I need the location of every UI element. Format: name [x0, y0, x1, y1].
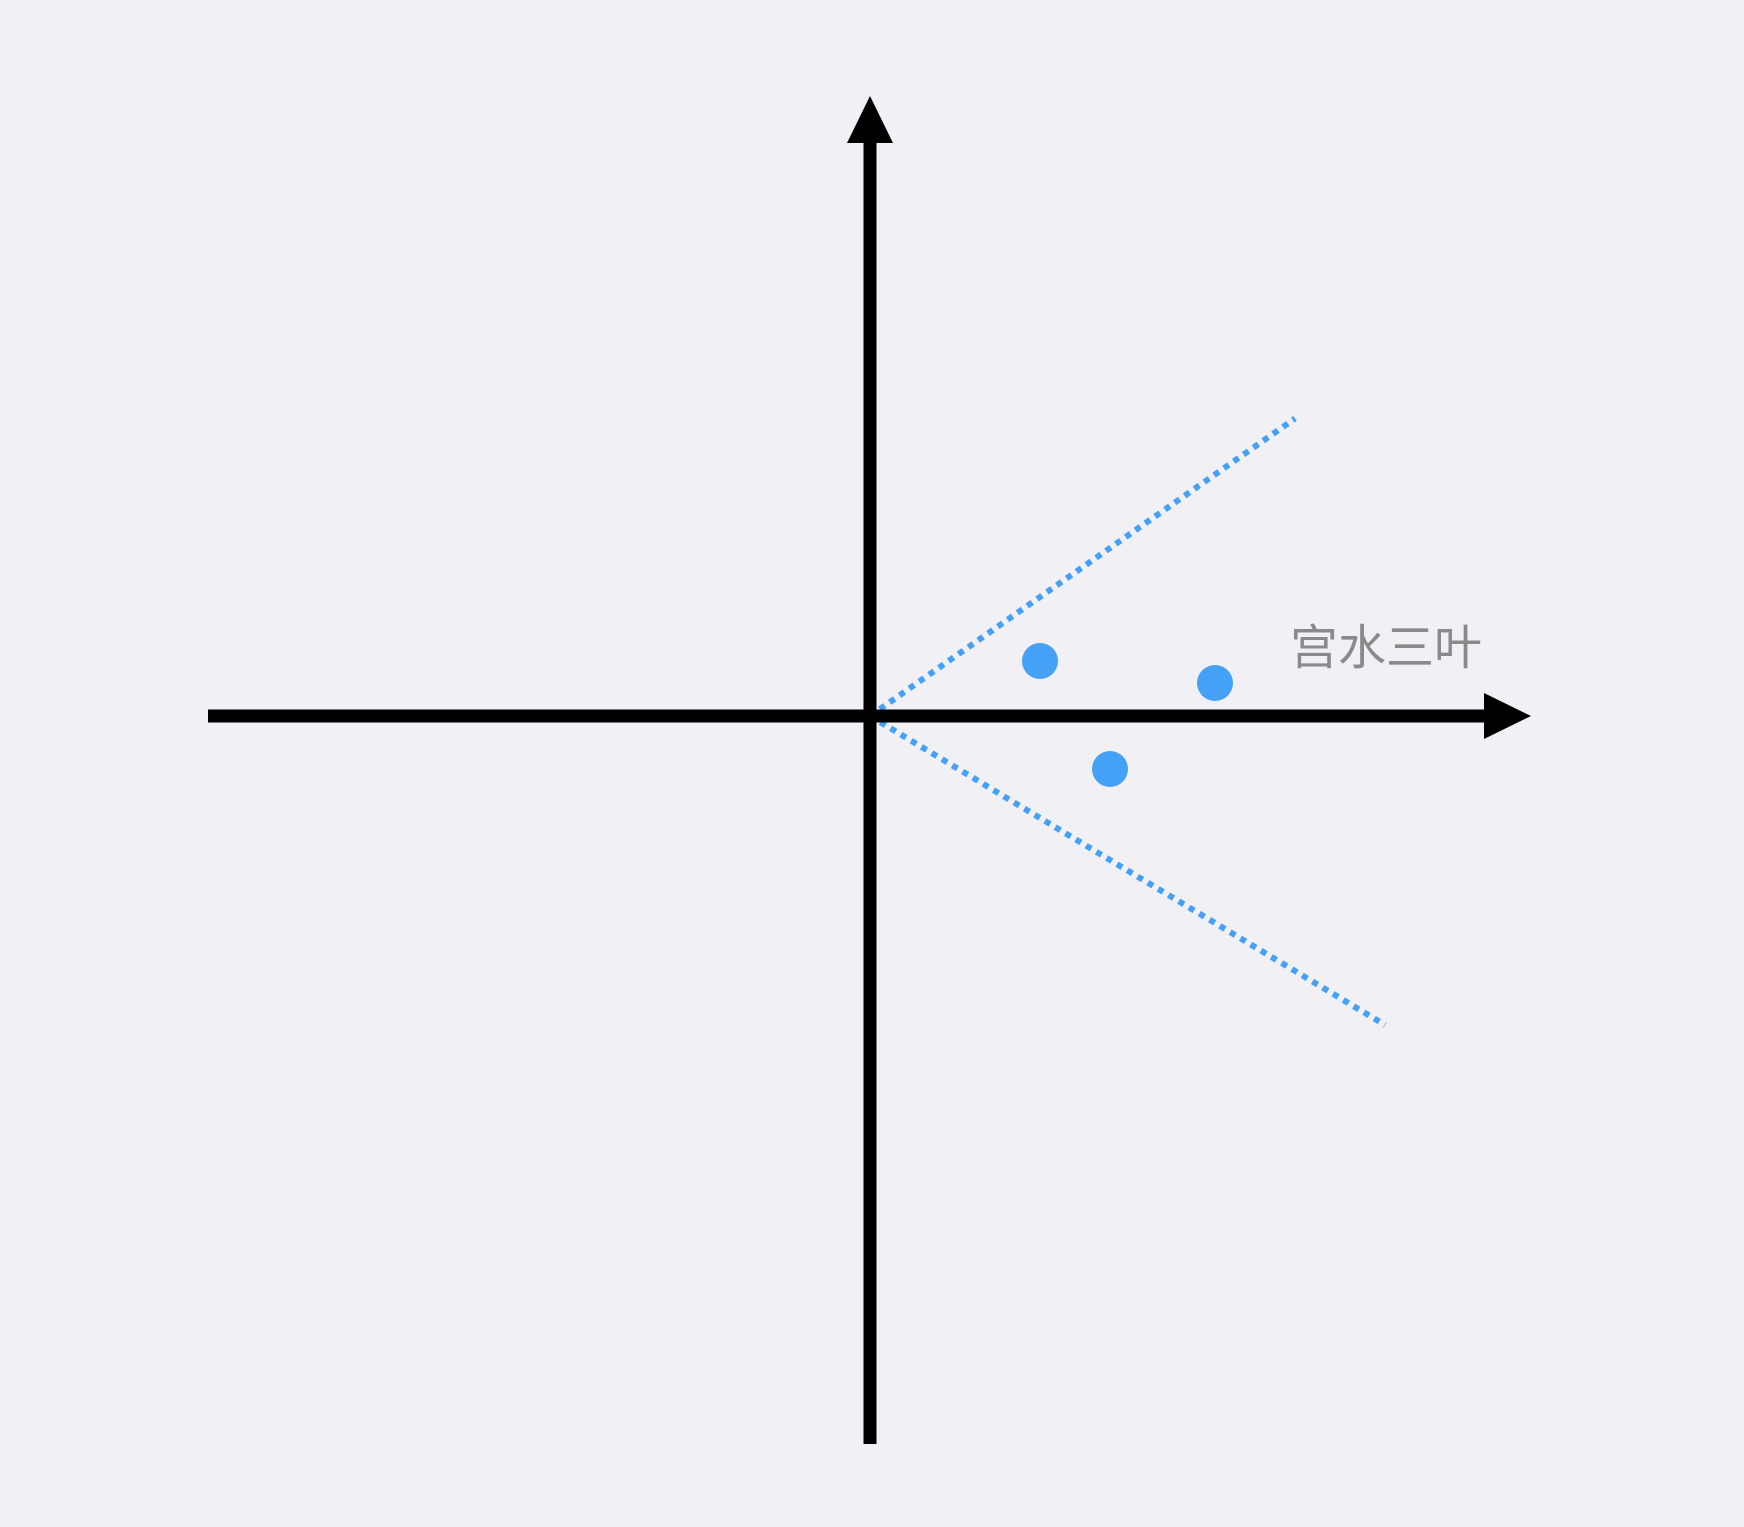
points-layer [1022, 643, 1233, 787]
upper-ray [868, 416, 1297, 719]
point-1 [1022, 643, 1058, 679]
point-2 [1092, 751, 1128, 787]
watermark-text: 宫水三叶 [1290, 620, 1482, 676]
point-3 [1197, 665, 1233, 701]
rays-layer [868, 416, 1387, 1028]
x-axis-arrow-icon [1484, 693, 1531, 739]
axes-layer [208, 96, 1531, 1444]
y-axis-arrow-icon [847, 96, 893, 143]
lower-ray [868, 713, 1387, 1028]
